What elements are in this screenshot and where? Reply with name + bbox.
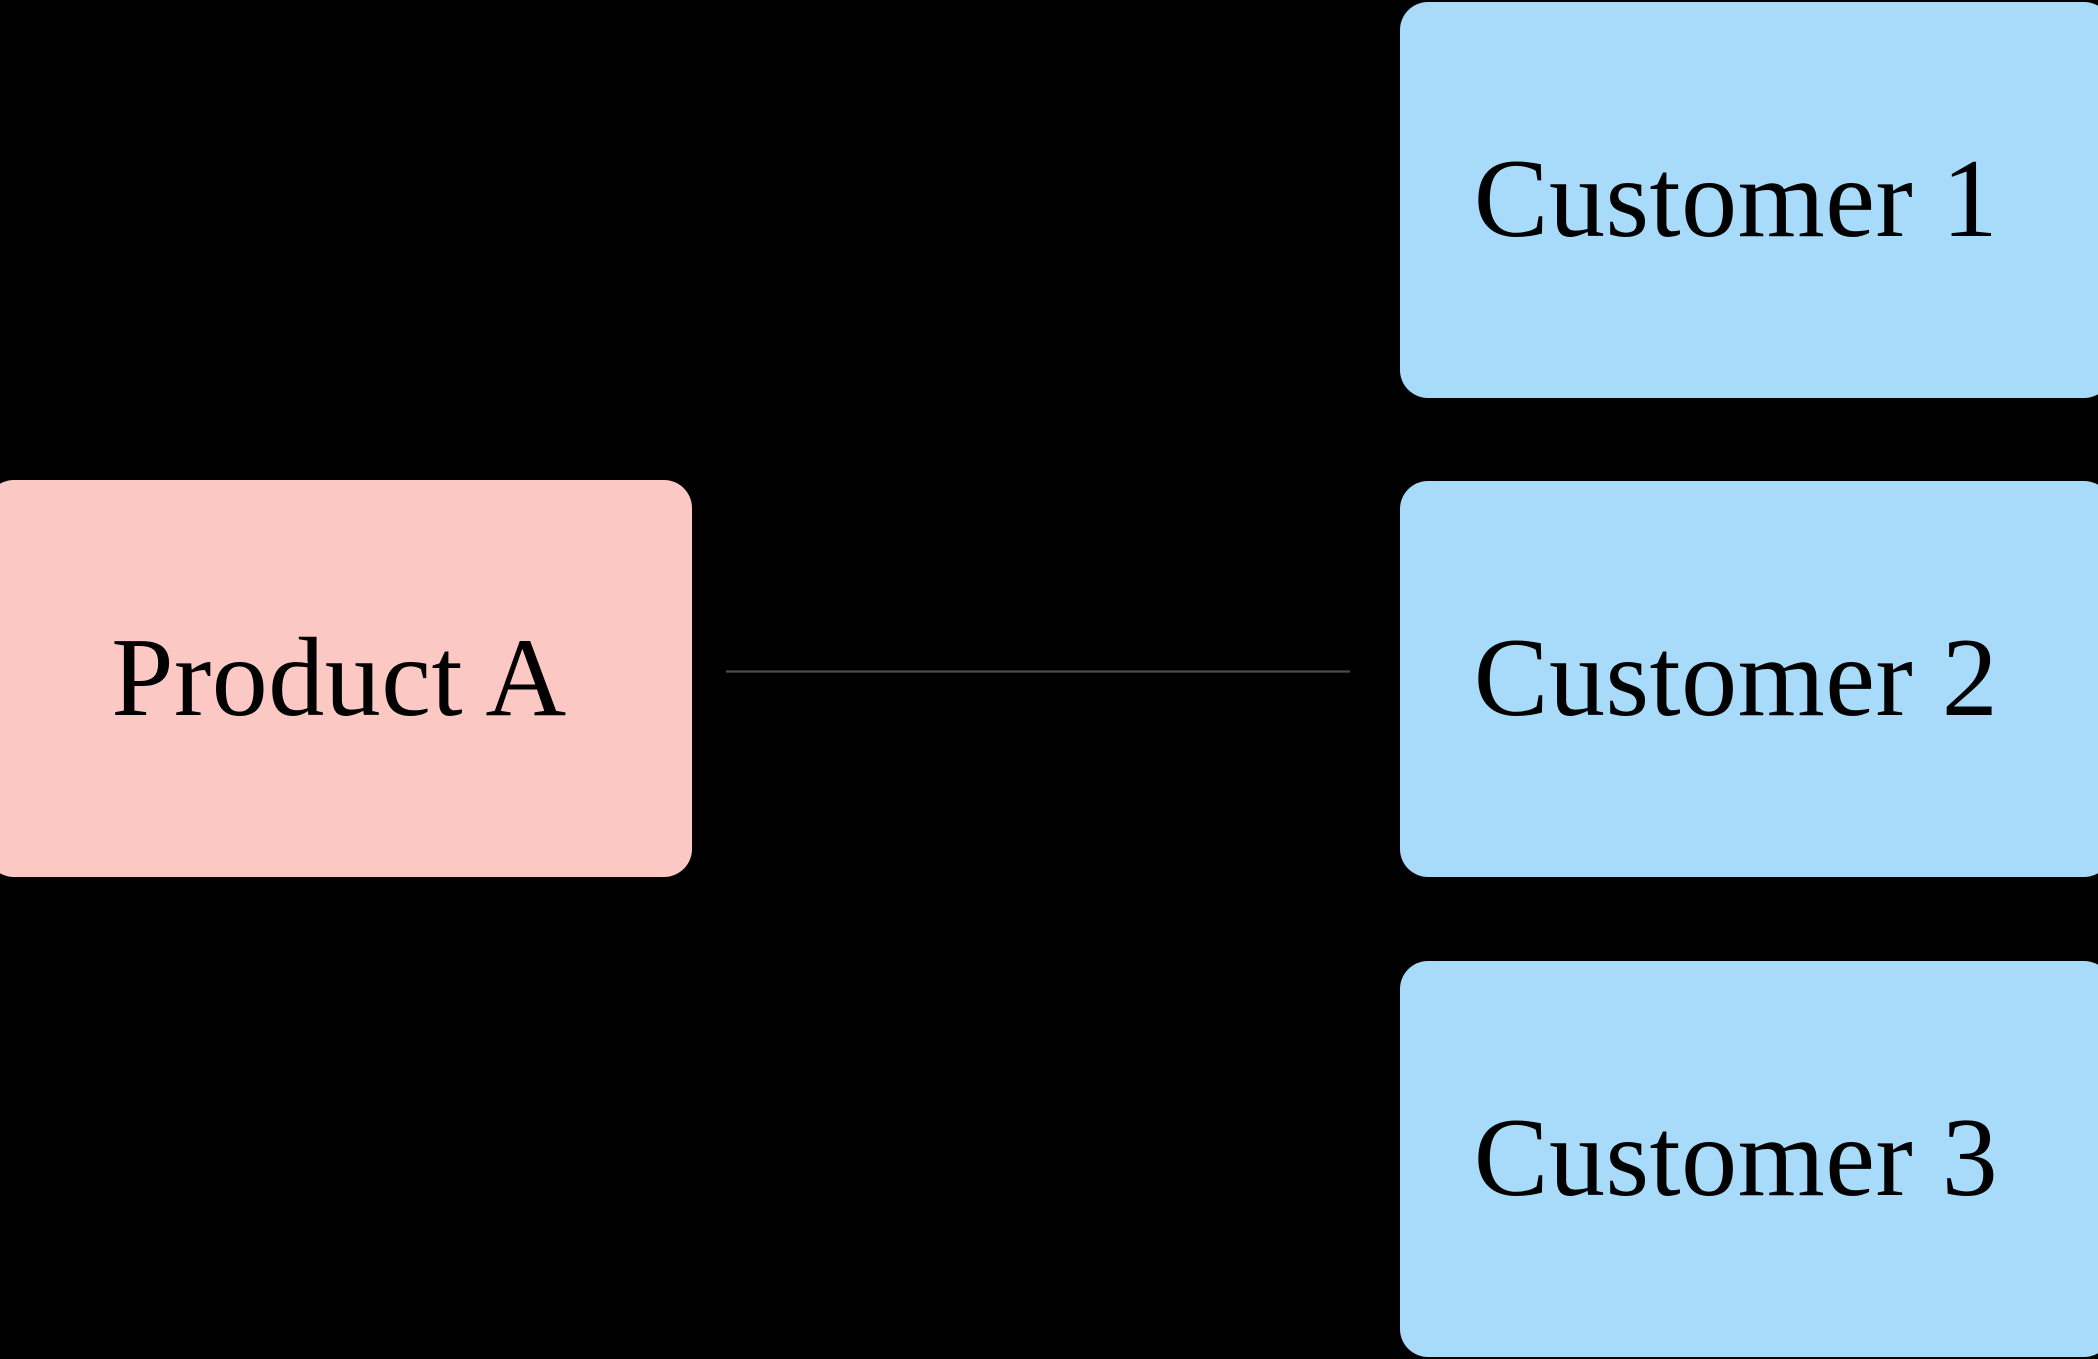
node-product-a-label: Product A [111,615,567,740]
node-customer-3[interactable]: Customer 3 [1400,961,2098,1357]
node-customer-3-label: Customer 3 [1473,1096,1999,1221]
node-customer-2-label: Customer 2 [1473,616,1999,741]
node-customer-1-label: Customer 1 [1473,137,1999,262]
node-product-a[interactable]: Product A [0,480,692,877]
node-customer-1[interactable]: Customer 1 [1400,2,2098,398]
edge-product-a-to-customer-2[interactable] [726,670,1350,673]
node-customer-2[interactable]: Customer 2 [1400,481,2098,877]
edge-line-icon [726,670,1350,673]
